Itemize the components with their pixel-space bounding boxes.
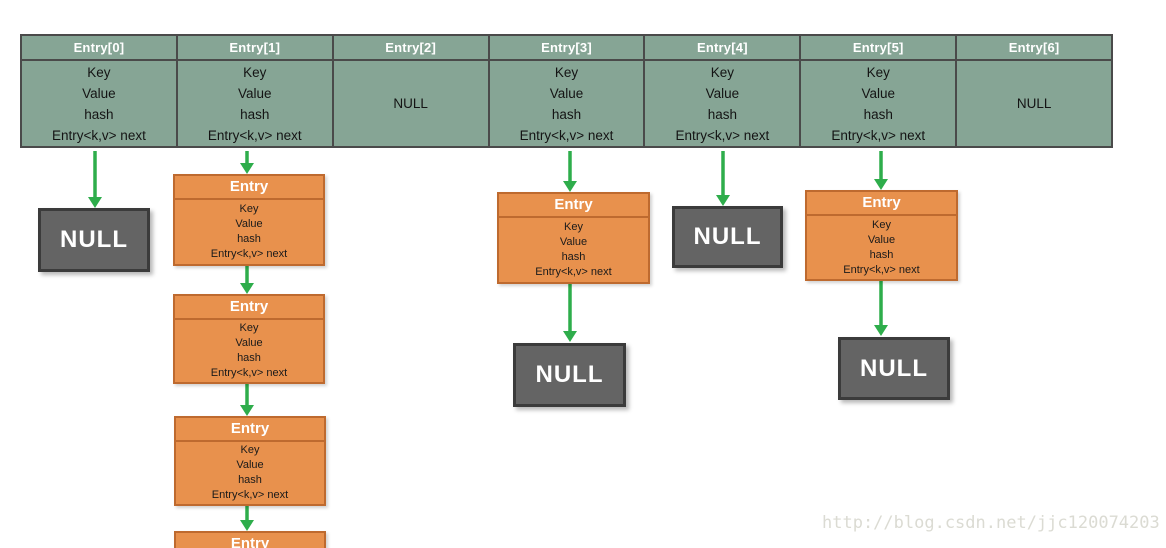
field-next: Entry<k,v> next [519, 127, 614, 143]
entry-node-fields: Key Value hash Entry<k,v> next [176, 442, 324, 504]
bucket-column-1: Entry[1] Key Value hash Entry<k,v> next [177, 36, 332, 146]
field-next: Entry<k,v> next [831, 127, 926, 143]
arrow-bucket0-to-null [88, 151, 102, 208]
field-key: Key [866, 64, 890, 80]
field-next: Entry<k,v> next [535, 266, 612, 278]
entry-node-fields: Key Value hash Entry<k,v> next [175, 320, 323, 382]
field-value: Value [549, 85, 584, 101]
arrow-entry3-to-entry4 [240, 506, 254, 531]
field-key: Key [872, 218, 891, 231]
bucket-header-1: Entry[1] [177, 36, 332, 61]
field-next: Entry<k,v> next [207, 127, 302, 143]
field-value: Value [236, 459, 264, 471]
field-key: Key [240, 444, 260, 456]
entry-node-bucket1-4: Entry Key Value hash Entry<k,v> next [174, 531, 326, 548]
field-key: Key [710, 64, 734, 80]
field-key: Key [564, 221, 583, 233]
bucket-cell-2: NULL [334, 61, 488, 146]
entry-node-bucket3: Entry Key Value hash Entry<k,v> next [497, 192, 650, 284]
field-hash: hash [237, 233, 261, 245]
field-value: Value [867, 233, 896, 246]
field-key: Key [239, 322, 259, 334]
entry-node-title: Entry [175, 176, 323, 200]
field-value: Value [238, 85, 272, 101]
field-hash: hash [551, 106, 582, 122]
field-hash: hash [237, 352, 261, 364]
bucket-cell-4: Key Value hash Entry<k,v> next [645, 61, 799, 146]
arrow-entry-to-null-col5 [874, 281, 888, 336]
bucket-cell-1: Key Value hash Entry<k,v> next [178, 61, 332, 146]
null-node-bucket3: NULL [513, 343, 626, 407]
field-key: Key [554, 64, 579, 80]
entry-node-fields: Key Value hash Entry<k,v> next [175, 200, 323, 264]
bucket-column-5: Entry[5] Key Value hash Entry<k,v> next [801, 36, 956, 146]
field-next: Entry<k,v> next [211, 489, 289, 501]
bucket-column-4: Entry[4] Key Value hash Entry<k,v> next [645, 36, 800, 146]
null-node-bucket4: NULL [672, 206, 783, 268]
arrow-bucket5-to-entry [874, 151, 888, 190]
entry-node-fields: Key Value hash Entry<k,v> next [499, 218, 648, 282]
field-next: Entry<k,v> next [675, 127, 770, 143]
field-key: Key [239, 203, 259, 215]
bucket-header-0: Entry[0] [22, 36, 176, 61]
field-hash: hash [238, 474, 262, 486]
watermark-url: http://blog.csdn.net/jjc120074203 [822, 513, 1160, 533]
arrow-entry-to-null-col3 [563, 284, 577, 342]
bucket-header-3: Entry[3] [489, 36, 644, 61]
bucket-header-6: Entry[6] [957, 36, 1112, 61]
field-key: Key [87, 64, 111, 80]
bucket-cell-3: Key Value hash Entry<k,v> next [490, 61, 644, 146]
field-value: Value [559, 236, 588, 248]
bucket-column-2: Entry[2] NULL [333, 36, 488, 146]
entry-node-bucket1-1: Entry Key Value hash Entry<k,v> next [173, 174, 325, 266]
bucket-column-6: Entry[6] NULL [957, 36, 1112, 146]
bucket-header-2: Entry[2] [333, 36, 488, 61]
bucket-column-3: Entry[3] Key Value hash Entry<k,v> next [489, 36, 644, 146]
arrow-bucket1-to-entry1 [240, 151, 254, 174]
null-label: NULL [1016, 96, 1052, 111]
field-value: Value [82, 85, 116, 101]
null-node-bucket0: NULL [38, 208, 150, 272]
field-hash: hash [863, 106, 893, 122]
field-next: Entry<k,v> next [843, 263, 920, 276]
arrow-bucket3-to-entry [563, 151, 577, 192]
field-hash: hash [869, 248, 894, 261]
entry-node-bucket1-2: Entry Key Value hash Entry<k,v> next [173, 294, 325, 384]
entry-node-title: Entry [175, 296, 323, 320]
entry-node-title: Entry [499, 194, 648, 218]
field-next: Entry<k,v> next [210, 248, 288, 260]
field-key: Key [243, 64, 267, 80]
entry-node-title: Entry [807, 192, 956, 216]
bucket-column-0: Entry[0] Key Value hash Entry<k,v> next [22, 36, 176, 146]
field-hash: hash [707, 106, 737, 122]
bucket-cell-6: NULL [957, 61, 1111, 146]
arrow-bucket4-to-null [716, 151, 730, 206]
bucket-cell-0: Key Value hash Entry<k,v> next [22, 61, 176, 146]
field-value: Value [235, 337, 263, 349]
field-hash: hash [561, 251, 586, 263]
field-value: Value [861, 85, 895, 101]
bucket-array-table: Entry[0] Key Value hash Entry<k,v> next … [20, 34, 1113, 148]
field-hash: hash [84, 106, 114, 122]
entry-node-bucket5: Entry Key Value hash Entry<k,v> next [805, 190, 958, 281]
entry-node-bucket1-3: Entry Key Value hash Entry<k,v> next [174, 416, 326, 506]
null-node-bucket5: NULL [838, 337, 950, 400]
entry-node-fields: Key Value hash Entry<k,v> next [807, 216, 956, 279]
arrow-entry2-to-entry3 [240, 384, 254, 416]
field-value: Value [705, 85, 740, 101]
field-next: Entry<k,v> next [52, 127, 146, 143]
null-label: NULL [393, 96, 428, 111]
bucket-cell-5: Key Value hash Entry<k,v> next [801, 61, 955, 146]
arrow-entry1-to-entry2 [240, 266, 254, 294]
field-next: Entry<k,v> next [210, 367, 288, 379]
bucket-header-5: Entry[5] [801, 36, 956, 61]
entry-node-title: Entry [176, 533, 324, 548]
field-hash: hash [240, 106, 270, 122]
entry-node-title: Entry [176, 418, 324, 442]
field-value: Value [235, 218, 263, 230]
bucket-header-4: Entry[4] [645, 36, 800, 61]
